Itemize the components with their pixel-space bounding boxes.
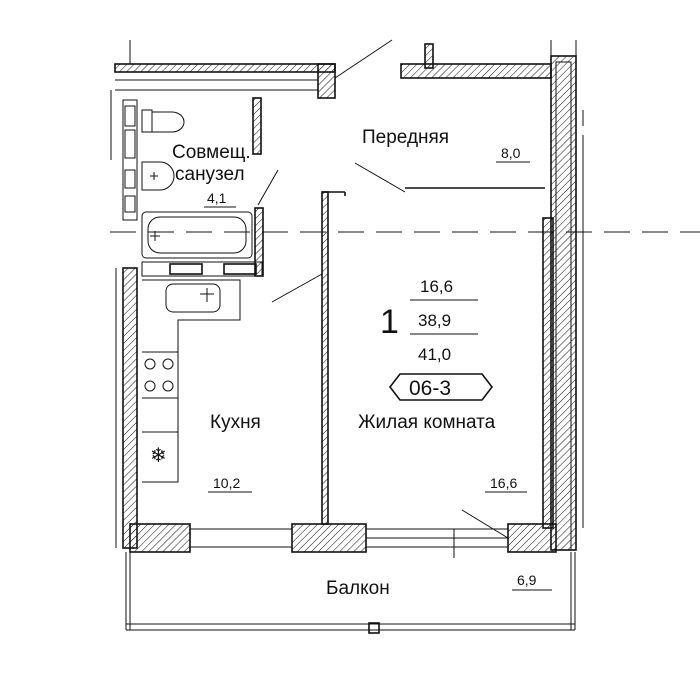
summary-total-with-balcony: 41,0 xyxy=(418,345,451,364)
bathroom-name-line1: Совмещ. xyxy=(172,142,251,163)
bathroom-name-line2: санузел xyxy=(175,164,245,185)
hall-door xyxy=(354,162,545,193)
central-partition xyxy=(321,191,346,525)
living-area: 16,6 xyxy=(490,475,517,491)
left-exterior-wall xyxy=(110,90,138,549)
kitchen-area: 10,2 xyxy=(213,475,240,491)
living-name: Жилая комната xyxy=(358,412,496,433)
summary-living-area: 16,6 xyxy=(420,277,453,296)
summary-total-area: 38,9 xyxy=(418,311,451,330)
balcony-wall xyxy=(129,523,557,558)
bathroom-partitions xyxy=(141,97,264,277)
kitchen-door-leader xyxy=(271,273,323,303)
toilet-fixture xyxy=(141,109,185,133)
bathroom-sink xyxy=(141,161,175,191)
apartment-code: 06-3 xyxy=(409,377,451,400)
rooms-count: 1 xyxy=(380,303,399,341)
living-door-leader xyxy=(461,509,509,539)
balcony-area: 6,9 xyxy=(517,572,537,588)
bathroom-door-leader xyxy=(257,169,279,206)
bathroom-wall-fixtures xyxy=(124,105,136,213)
bathtub xyxy=(141,211,253,259)
balcony-name: Балкон xyxy=(326,578,390,599)
top-wall xyxy=(114,39,393,99)
right-exterior-wall xyxy=(542,55,584,551)
kitchen-counter xyxy=(142,279,241,483)
freezer-icon: ❄ xyxy=(150,445,167,467)
balcony-outline xyxy=(125,552,576,634)
kitchen-name: Кухня xyxy=(210,412,261,433)
stove-burners xyxy=(144,358,174,392)
top-right-wall xyxy=(400,40,577,79)
apartment-code-badge: 06-3 xyxy=(388,373,494,401)
hall-area: 8,0 xyxy=(501,145,521,161)
bathroom-area: 4,1 xyxy=(207,190,227,206)
hall-name: Передняя xyxy=(362,127,449,148)
